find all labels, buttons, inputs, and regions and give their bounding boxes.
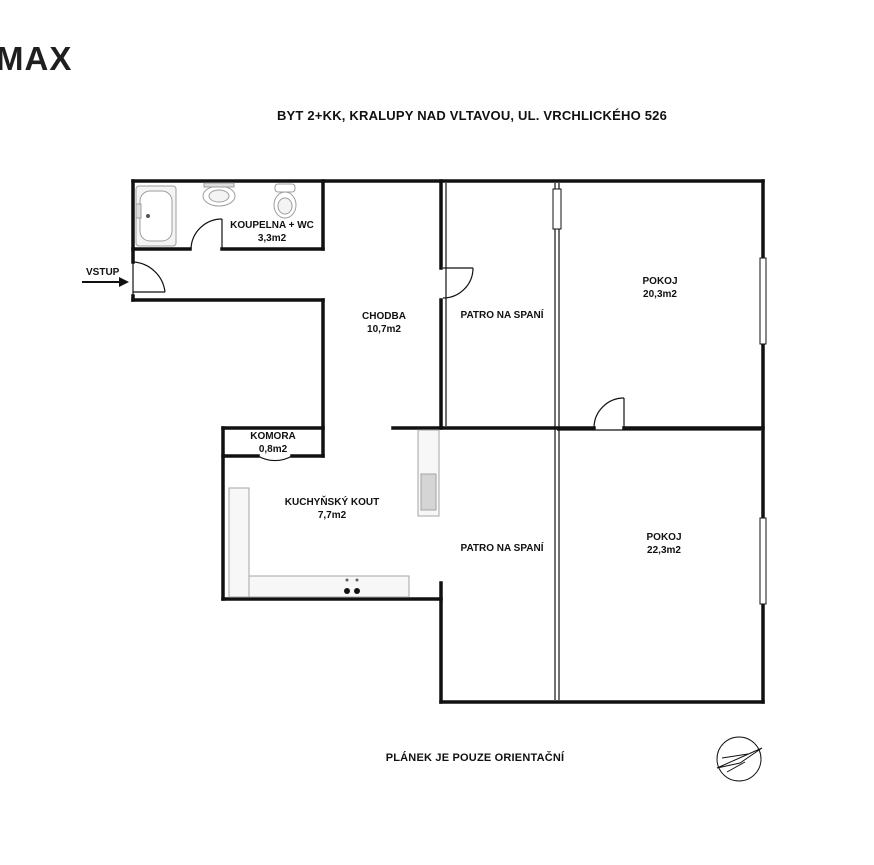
room-name: KUCHYŇSKÝ KOUT [284,497,380,508]
counter-bottom [248,575,410,598]
plan-title: BYT 2+KK, KRALUPY NAD VLTAVOU, UL. VRCHL… [276,108,668,123]
room-name: POKOJ [646,532,682,543]
stove-icon [344,588,350,594]
toilet-icon [274,183,296,193]
room-name: PATRO NA SPANÍ [460,310,544,321]
counter-left [228,487,250,598]
brand-logo: MAX [0,40,73,77]
walls [131,179,765,704]
entrance-arrow-icon [82,277,129,287]
room-area: 0,8m2 [258,444,288,455]
room-area: 10,7m2 [367,324,401,335]
room-kitchen: KUCHYŇSKÝ KOUT 7,7m2 [285,496,379,522]
room-bathroom: KOUPELNA + WC 3,3m2 [230,219,314,245]
entrance-label: VSTUP [86,267,120,278]
room-name: KOUPELNA + WC [230,220,314,231]
room-bedroom-bottom: POKOJ 22,3m2 [646,531,681,557]
room-sleeping-loft-bottom: PATRO NA SPANÍ [461,542,544,555]
room-bedroom-top: POKOJ 20,3m2 [642,275,677,301]
bathroom-fixtures [135,182,297,247]
room-sleeping-loft-top: PATRO NA SPANÍ [461,309,544,322]
kitchen-fixtures [228,429,440,598]
disclaimer-note: PLÁNEK JE POUZE ORIENTAČNÍ [385,752,565,764]
north-arrow-icon [716,736,763,782]
room-area: 3,3m2 [257,233,287,244]
room-area: 20,3m2 [643,289,677,300]
sink-kitchen-icon [420,473,437,511]
room-name: CHODBA [362,311,406,322]
bathtub-icon [139,190,173,242]
partitions [445,183,761,700]
room-hallway: CHODBA 10,7m2 [362,310,406,336]
room-area: 7,7m2 [317,510,347,521]
room-pantry: KOMORA 0,8m2 [250,430,296,456]
windows [552,188,767,605]
room-name: PATRO NA SPANÍ [460,543,544,554]
room-name: POKOJ [642,276,678,287]
room-area: 22,3m2 [647,545,681,556]
doors [132,218,625,462]
room-name: KOMORA [250,431,296,442]
